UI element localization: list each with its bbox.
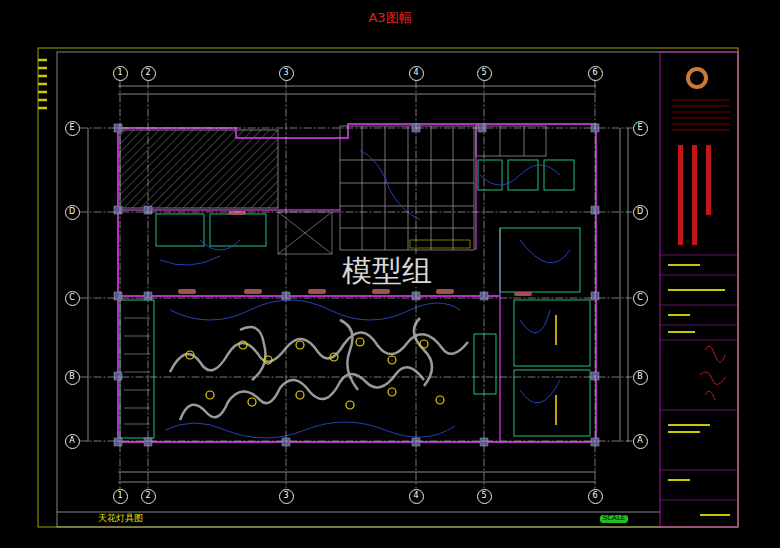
grid-bubble: A [633,434,648,449]
grid-label: B [69,373,75,381]
grid-label: 6 [592,69,597,77]
grid-bubble: C [65,291,80,306]
grid-bubble: C [633,291,648,306]
grid-bubble: 1 [113,66,128,81]
axis-line [80,377,633,378]
grid-label: A [637,437,642,445]
grid-label: D [69,208,75,216]
grid-bubble: B [633,370,648,385]
grid-bubble: D [65,205,80,220]
grid-label: C [637,294,643,302]
axis-line [80,441,633,442]
grid-label: B [637,373,643,381]
grid-bubble: 5 [477,66,492,81]
grid-bubble: E [633,121,648,136]
watermark: 模型组 [339,254,435,287]
grid-label: E [637,124,642,132]
grid-bubble: 6 [588,66,603,81]
axis-line [148,81,149,489]
sheet-size-label: A3图幅 [368,11,411,25]
grid-label: C [69,294,75,302]
grid-label: 1 [117,492,122,500]
grid-bubble: 5 [477,489,492,504]
grid-label: 3 [283,492,288,500]
grid-label: D [637,208,643,216]
grid-bubble: E [65,121,80,136]
grid-bubble: 2 [141,66,156,81]
axis-line [80,212,633,213]
grid-label: 6 [592,492,597,500]
drawing-title: 天花灯具图 [98,514,143,524]
axis-line [120,81,121,489]
grid-label: 2 [145,69,150,77]
grid-label: 3 [283,69,288,77]
grid-bubble: A [65,434,80,449]
grid-label: 2 [145,492,150,500]
grid-bubble: 4 [409,66,424,81]
grid-label: 1 [117,69,122,77]
grid-bubble: 6 [588,489,603,504]
grid-bubble: B [65,370,80,385]
grid-label: E [69,124,74,132]
grid-label: 4 [413,69,418,77]
grid-bubble: 1 [113,489,128,504]
grid-bubble: 3 [279,489,294,504]
axis-line [484,81,485,489]
axis-line [80,128,633,129]
grid-bubble: 3 [279,66,294,81]
grid-label: 5 [481,69,486,77]
grid-label: 4 [413,492,418,500]
grid-bubble: D [633,205,648,220]
grid-bubble: 2 [141,489,156,504]
grid-label: 5 [481,492,486,500]
scale-badge: SCALE [600,515,628,523]
grid-label: A [69,437,74,445]
grid-bubble: 4 [409,489,424,504]
axis-line [80,298,633,299]
axis-line [595,81,596,489]
axis-line [286,81,287,489]
